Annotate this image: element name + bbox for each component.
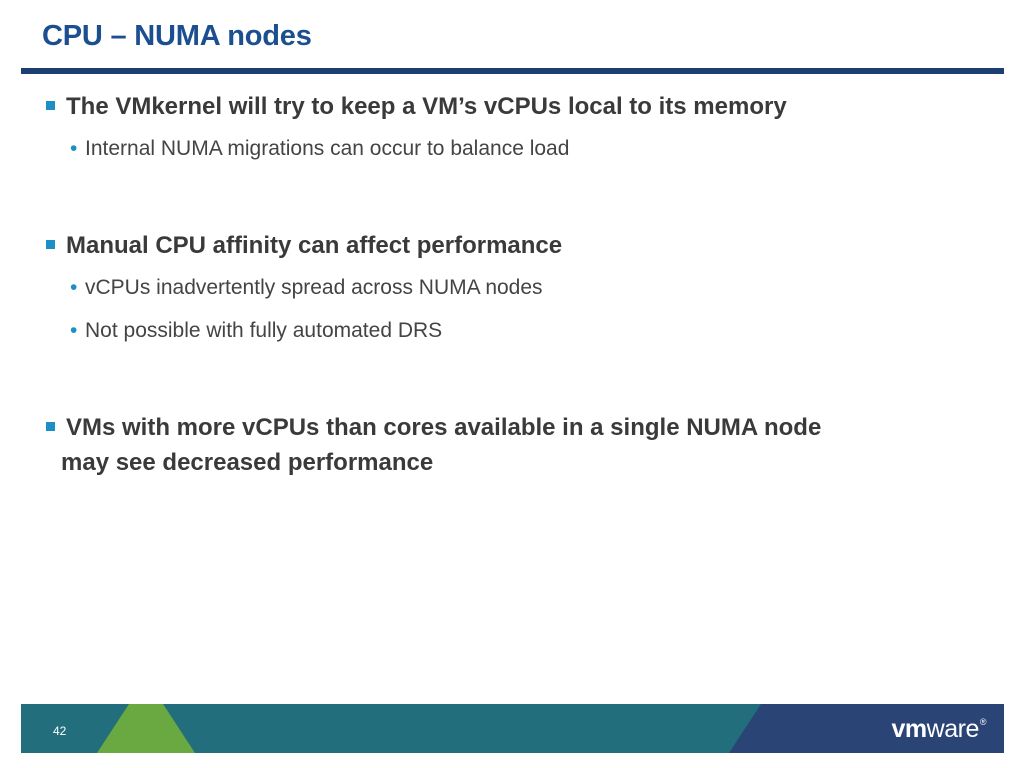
dot-bullet-icon: • <box>70 137 78 160</box>
bullet-2-sub-2: • Not possible with fully automated DRS <box>70 317 443 345</box>
bullet-2: Manual CPU affinity can affect performan… <box>46 228 563 263</box>
footer-bar: 42 vmware® <box>21 704 1004 753</box>
bullet-2-sub-1: • vCPUs inadvertently spread across NUMA… <box>70 274 543 302</box>
dot-bullet-icon: • <box>70 276 78 299</box>
bullet-1-sub-1-text: Internal NUMA migrations can occur to ba… <box>85 137 570 160</box>
bullet-2-text: Manual CPU affinity can affect performan… <box>66 232 563 259</box>
bullet-1-text: The VMkernel will try to keep a VM’s vCP… <box>66 93 787 120</box>
title-rule <box>21 68 1004 74</box>
footer-teal-notch <box>21 704 129 753</box>
bullet-1-sub-1: • Internal NUMA migrations can occur to … <box>70 135 570 163</box>
vmware-logo: vmware® <box>891 715 987 743</box>
square-bullet-icon <box>46 240 55 249</box>
bullet-3-line-2: may see decreased performance <box>61 449 434 476</box>
bullet-2-sub-1-text: vCPUs inadvertently spread across NUMA n… <box>85 276 543 299</box>
bullet-1: The VMkernel will try to keep a VM’s vCP… <box>46 89 787 124</box>
bullet-3-continuation: may see decreased performance <box>61 445 433 480</box>
dot-bullet-icon: • <box>70 319 78 342</box>
page-number: 42 <box>53 724 67 738</box>
bullet-3-line-1: VMs with more vCPUs than cores available… <box>66 414 822 441</box>
square-bullet-icon <box>46 422 55 431</box>
footer-teal-band <box>21 704 761 753</box>
footer-stripes <box>21 704 761 753</box>
slide-title: CPU – NUMA nodes <box>42 20 312 52</box>
bullet-2-sub-2-text: Not possible with fully automated DRS <box>85 319 443 342</box>
bullet-3: VMs with more vCPUs than cores available… <box>46 410 822 445</box>
square-bullet-icon <box>46 101 55 110</box>
